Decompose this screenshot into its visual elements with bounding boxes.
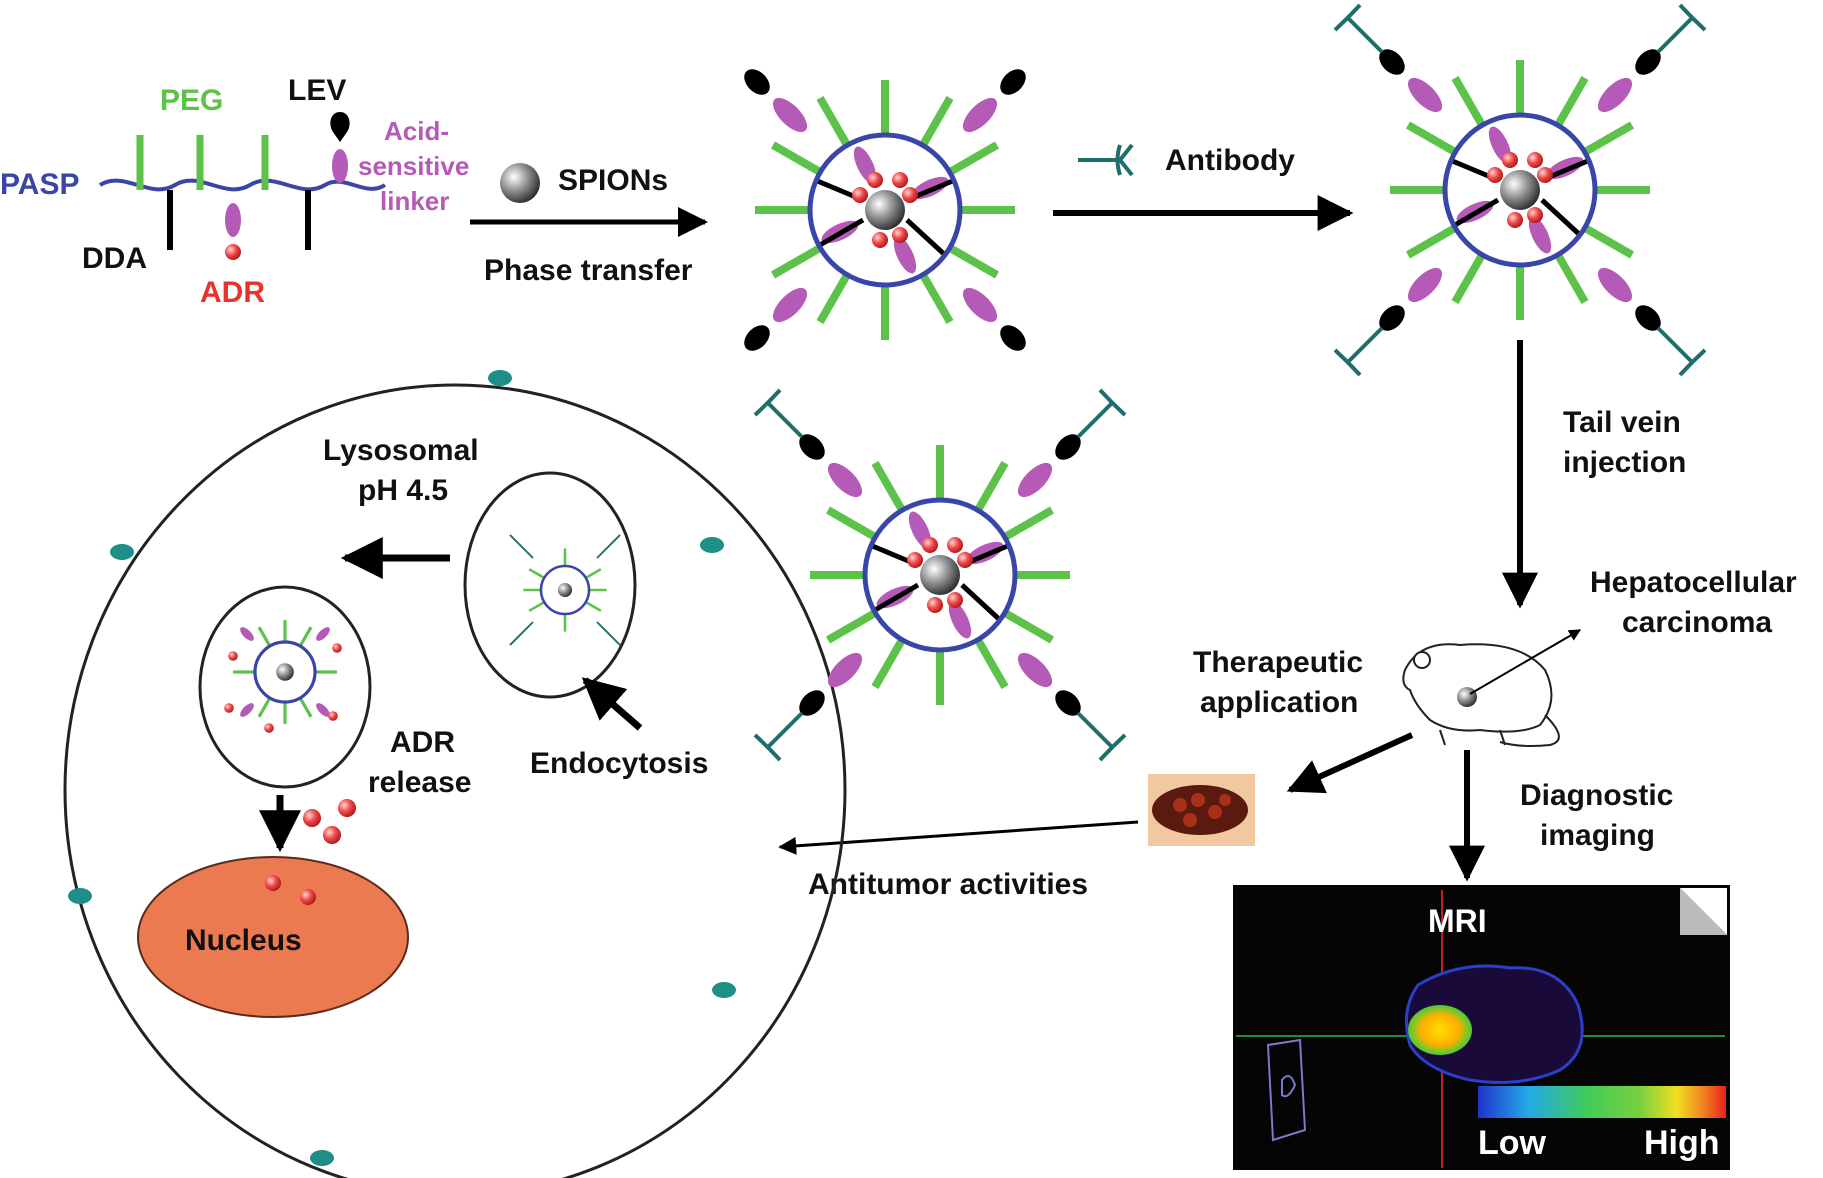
phase-transfer-label: Phase transfer <box>484 254 693 287</box>
tumor-tissue-image <box>1148 774 1255 846</box>
nanoparticle-core <box>744 69 1026 351</box>
nucleus-drug <box>265 875 281 891</box>
antitumor-arrow <box>778 820 1139 855</box>
endocytosis-label: Endocytosis <box>530 747 708 780</box>
linker-label-1: Acid- <box>384 116 449 146</box>
approaching-nanoparticle <box>753 388 1127 762</box>
lysosomal-label-2: pH 4.5 <box>358 474 448 507</box>
peg-label: PEG <box>160 84 223 117</box>
mri-scale-low: Low <box>1478 1124 1547 1162</box>
antitumor-label: Antitumor activities <box>808 868 1088 901</box>
dda-label: DDA <box>82 242 147 275</box>
adr-release-label-1: ADR <box>390 726 455 759</box>
polymer-structure <box>98 112 387 260</box>
therapeutic-label-1: Therapeutic <box>1193 646 1363 679</box>
diagnostic-label-2: imaging <box>1540 819 1655 852</box>
pasp-label: PASP <box>0 168 79 201</box>
lev-label: LEV <box>288 74 346 107</box>
nucleus <box>137 856 409 1018</box>
mri-panel <box>1233 885 1730 1170</box>
lev-tips <box>744 69 1026 351</box>
mri-mouse-thumbnail <box>1266 1038 1307 1142</box>
antibody-icon <box>1078 143 1134 177</box>
tumor-site <box>1457 687 1477 707</box>
adr-label: ADR <box>200 276 265 309</box>
lysosome-nanoparticle <box>224 619 342 733</box>
mouse-icon <box>1402 643 1560 747</box>
lysosome <box>198 585 372 789</box>
lev-ligand <box>330 112 350 142</box>
therapeutic-arrow <box>1286 732 1414 794</box>
nucleus-drug <box>300 889 316 905</box>
adr-drug <box>225 244 241 260</box>
tail-vein-label-1: Tail vein <box>1563 406 1681 439</box>
hcc-pointer-arrow <box>1469 629 1582 695</box>
mri-color-scale <box>1478 1086 1726 1118</box>
therapeutic-label-2: application <box>1200 686 1358 719</box>
hcc-label-2: carcinoma <box>1622 606 1772 639</box>
mri-title: MRI <box>1428 903 1487 939</box>
peg-corona <box>755 80 1015 340</box>
hcc-label-1: Hepatocellular <box>1590 566 1797 599</box>
acid-linker <box>332 149 348 183</box>
spion-particle <box>500 163 540 203</box>
cell-surface-receptors <box>68 370 736 1166</box>
endosome-nanoparticle <box>509 534 621 646</box>
endosome <box>463 471 637 699</box>
mri-scale-high: High <box>1644 1124 1720 1162</box>
released-drug <box>303 799 356 844</box>
cell-membrane <box>63 383 847 1178</box>
antibody-nanoparticle <box>1333 3 1707 377</box>
linker-label-2: sensitive <box>358 151 469 181</box>
tail-vein-label-2: injection <box>1563 446 1686 479</box>
adr-release-label-2: release <box>368 766 471 799</box>
lysosomal-label-1: Lysosomal <box>323 434 479 467</box>
acid-linker <box>225 203 241 237</box>
linker-label-3: linker <box>380 186 449 216</box>
nucleus-label: Nucleus <box>185 924 302 957</box>
diagnostic-label-1: Diagnostic <box>1520 779 1673 812</box>
endocytosis-arrow <box>581 677 643 731</box>
antibody-label: Antibody <box>1165 144 1295 177</box>
spions-label: SPIONs <box>558 164 668 197</box>
